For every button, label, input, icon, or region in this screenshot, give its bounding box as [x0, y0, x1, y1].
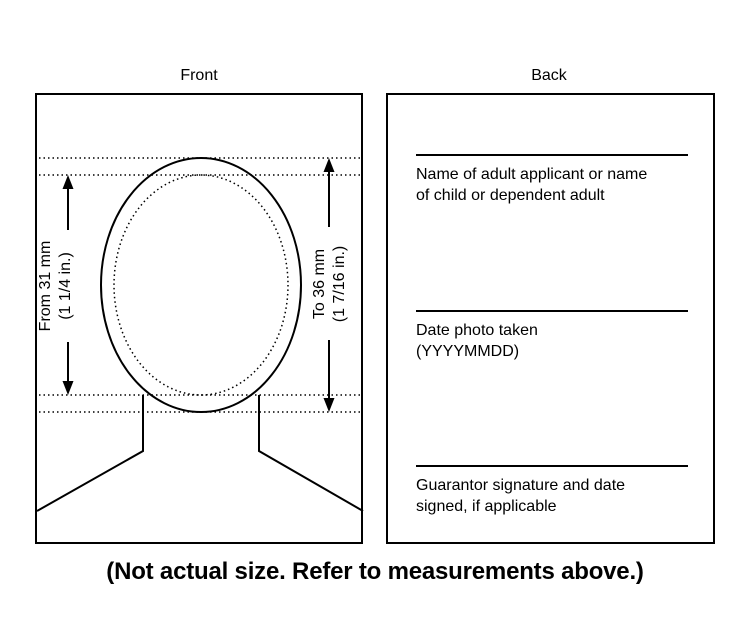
date-taken-field: Date photo taken (YYYYMMDD): [416, 310, 688, 362]
date-taken-label-line1: Date photo taken: [416, 322, 538, 339]
min-height-arrowhead-down: [62, 381, 74, 395]
min-height-arrowhead-up: [62, 175, 74, 189]
min-height-label-line2: (1 1/4 in.): [57, 252, 74, 320]
guarantor-label-line2: signed, if applicable: [416, 498, 557, 515]
head-outline-outer: [100, 157, 302, 413]
applicant-name-label-line2: of child or dependent adult: [416, 187, 605, 204]
size-disclaimer-note: (Not actual size. Refer to measurements …: [106, 558, 644, 585]
applicant-name-label-line1: Name of adult applicant or name: [416, 166, 648, 183]
head-outline-inner: [113, 174, 289, 396]
front-panel-title: Front: [180, 67, 218, 84]
guarantor-label-line1: Guarantor signature and date: [416, 477, 626, 494]
max-height-label-line2: (1 7/16 in.): [331, 246, 348, 322]
photo-front-panel: From 31 mm (1 1/4 in.) To 36 mm (1 7/16 …: [35, 93, 364, 544]
photo-front-diagram: From 31 mm (1 1/4 in.) To 36 mm (1 7/16 …: [37, 157, 364, 512]
right-neck-shoulder-line: [258, 395, 364, 512]
max-height-arrowhead-up: [323, 158, 335, 172]
photo-back-panel: Name of adult applicant or name of child…: [386, 93, 715, 544]
date-taken-label-line2: (YYYYMMDD): [416, 343, 520, 360]
max-height-label-line1: To 36 mm: [311, 249, 328, 319]
max-height-arrowhead-down: [323, 398, 335, 412]
applicant-name-field: Name of adult applicant or name of child…: [416, 154, 688, 206]
back-panel-title: Back: [531, 67, 567, 84]
guarantor-signature-field: Guarantor signature and date signed, if …: [416, 465, 688, 517]
min-height-label-line1: From 31 mm: [37, 241, 54, 332]
left-neck-shoulder-line: [37, 395, 144, 512]
